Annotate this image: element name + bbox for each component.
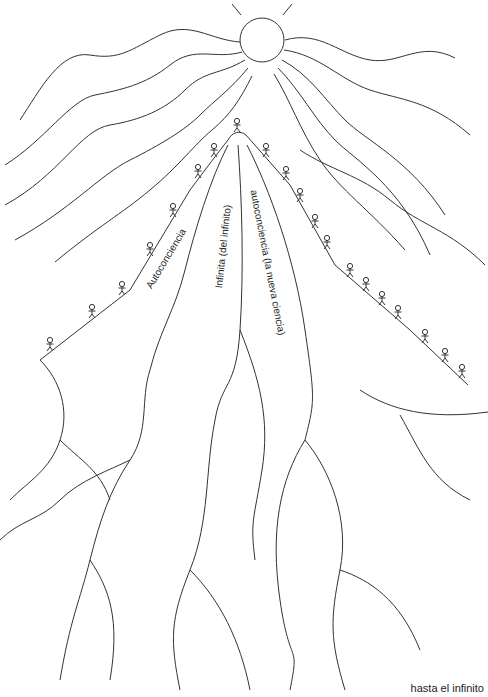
climber: [263, 143, 270, 157]
light-wave: [300, 150, 485, 265]
root-line: [0, 460, 130, 540]
root-line: [340, 570, 420, 650]
climber: [422, 329, 429, 343]
mountain-ridge: [247, 145, 313, 440]
caption: hasta el infinito: [411, 682, 484, 694]
roots: [0, 330, 488, 690]
climber: [297, 188, 304, 202]
climber: [363, 277, 370, 291]
climber: [395, 305, 402, 319]
climber: [347, 263, 354, 277]
climber: [147, 242, 154, 256]
root-line: [305, 440, 345, 690]
climbers: [47, 118, 466, 378]
climber: [312, 214, 319, 228]
climber: [283, 166, 290, 180]
climber: [234, 118, 241, 132]
climber: [459, 364, 466, 378]
ridge-label: Infinita (del infinito): [213, 204, 233, 289]
light-wave: [285, 38, 455, 61]
root-line: [276, 440, 305, 690]
sun-ray: [232, 4, 241, 15]
root-line: [10, 360, 64, 500]
climber: [119, 281, 126, 295]
root-line: [90, 560, 114, 680]
root-line: [240, 330, 265, 560]
ridge-label: autoconciencia (la nueva ciencia): [248, 188, 287, 335]
root-line: [360, 390, 488, 415]
mountain-outline: [40, 132, 468, 385]
climber: [211, 143, 218, 157]
sun-ray: [283, 4, 292, 15]
light-wave: [278, 68, 430, 255]
root-line: [400, 415, 470, 500]
light-wave: [284, 50, 470, 135]
climber: [442, 348, 449, 362]
sun: [232, 4, 292, 62]
ridge-label: Autoconciencia: [144, 226, 188, 290]
sun-disc: [240, 18, 284, 62]
climber: [195, 164, 202, 178]
root-line: [173, 420, 215, 690]
root-line: [60, 370, 150, 680]
root-line: [190, 570, 250, 690]
climber: [379, 291, 386, 305]
climber: [170, 203, 177, 217]
light-waves: [5, 29, 485, 265]
light-wave: [274, 74, 405, 250]
climber: [324, 235, 331, 249]
mountain: [40, 132, 468, 440]
climber: [89, 304, 96, 318]
light-wave: [20, 29, 240, 120]
root-line: [60, 440, 110, 500]
light-wave: [15, 68, 248, 240]
climber: [47, 337, 54, 351]
